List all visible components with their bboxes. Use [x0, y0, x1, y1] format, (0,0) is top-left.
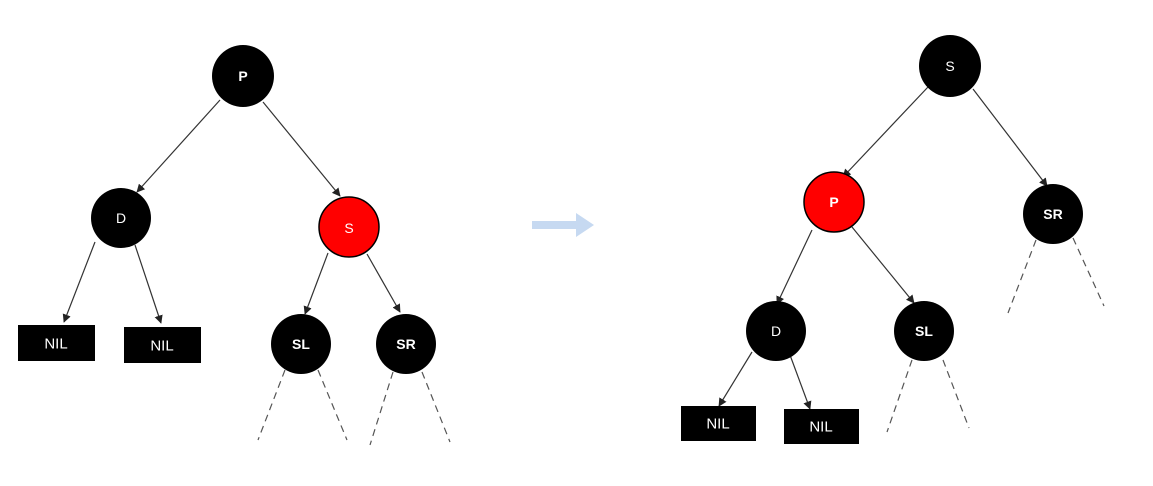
right-nil-leaf-2: NIL — [784, 409, 859, 444]
right-node-d: D — [746, 301, 806, 361]
svg-text:NIL: NIL — [706, 416, 729, 433]
left-node-p: P — [212, 45, 274, 107]
left-edge-d-nil1 — [62, 241, 96, 323]
left-node-d: D — [91, 188, 151, 248]
right-sr-dash-right — [1072, 237, 1105, 307]
right-node-p: P — [803, 171, 865, 233]
svg-text:SR: SR — [396, 336, 415, 352]
right-edge-p-sl — [851, 226, 915, 304]
right-node-sl: SL — [894, 301, 954, 361]
svg-text:NIL: NIL — [809, 419, 832, 436]
right-node-sr: SR — [1023, 184, 1083, 244]
svg-text:S: S — [344, 220, 353, 236]
left-edge-p-s — [262, 101, 341, 197]
left-node-sr: SR — [376, 314, 436, 374]
svg-text:P: P — [238, 68, 247, 84]
right-edge-s-sr — [972, 88, 1048, 187]
left-nil-leaf-1: NIL — [18, 325, 95, 361]
left-edge-p-d — [136, 99, 221, 193]
right-sl-dash-left — [886, 359, 913, 433]
left-tree: P D S SL SR NIL NIL — [18, 45, 451, 446]
svg-text:P: P — [829, 194, 838, 210]
right-edge-p-d — [776, 229, 813, 305]
right-node-s: S — [919, 35, 981, 97]
right-sr-dash-left — [1007, 239, 1037, 314]
left-sl-dash-left — [257, 369, 286, 441]
svg-text:SR: SR — [1043, 206, 1062, 222]
svg-text:D: D — [771, 323, 781, 339]
right-tree: S P SR D SL NIL NIL — [681, 35, 1105, 444]
left-node-s: S — [318, 196, 380, 258]
left-sr-dash-left — [369, 371, 394, 446]
right-edge-d-nil2 — [789, 354, 812, 410]
left-sr-dash-right — [421, 371, 451, 443]
right-nil-leaf-1: NIL — [681, 406, 756, 441]
right-sl-dash-right — [942, 359, 970, 429]
svg-text:S: S — [945, 58, 954, 74]
left-sl-dash-right — [317, 369, 348, 441]
right-edge-s-p — [842, 86, 929, 178]
left-edge-s-sr — [366, 253, 401, 313]
left-edge-s-sl — [303, 252, 329, 315]
svg-text:SL: SL — [292, 336, 310, 352]
left-node-sl: SL — [271, 314, 331, 374]
svg-text:D: D — [116, 210, 126, 226]
right-arrow-icon — [532, 213, 594, 237]
left-edge-d-nil2 — [134, 244, 163, 324]
svg-text:NIL: NIL — [150, 338, 173, 355]
right-edge-d-nil1 — [718, 351, 753, 407]
svg-text:NIL: NIL — [44, 336, 67, 353]
svg-text:SL: SL — [915, 323, 933, 339]
left-nil-leaf-2: NIL — [124, 327, 201, 363]
